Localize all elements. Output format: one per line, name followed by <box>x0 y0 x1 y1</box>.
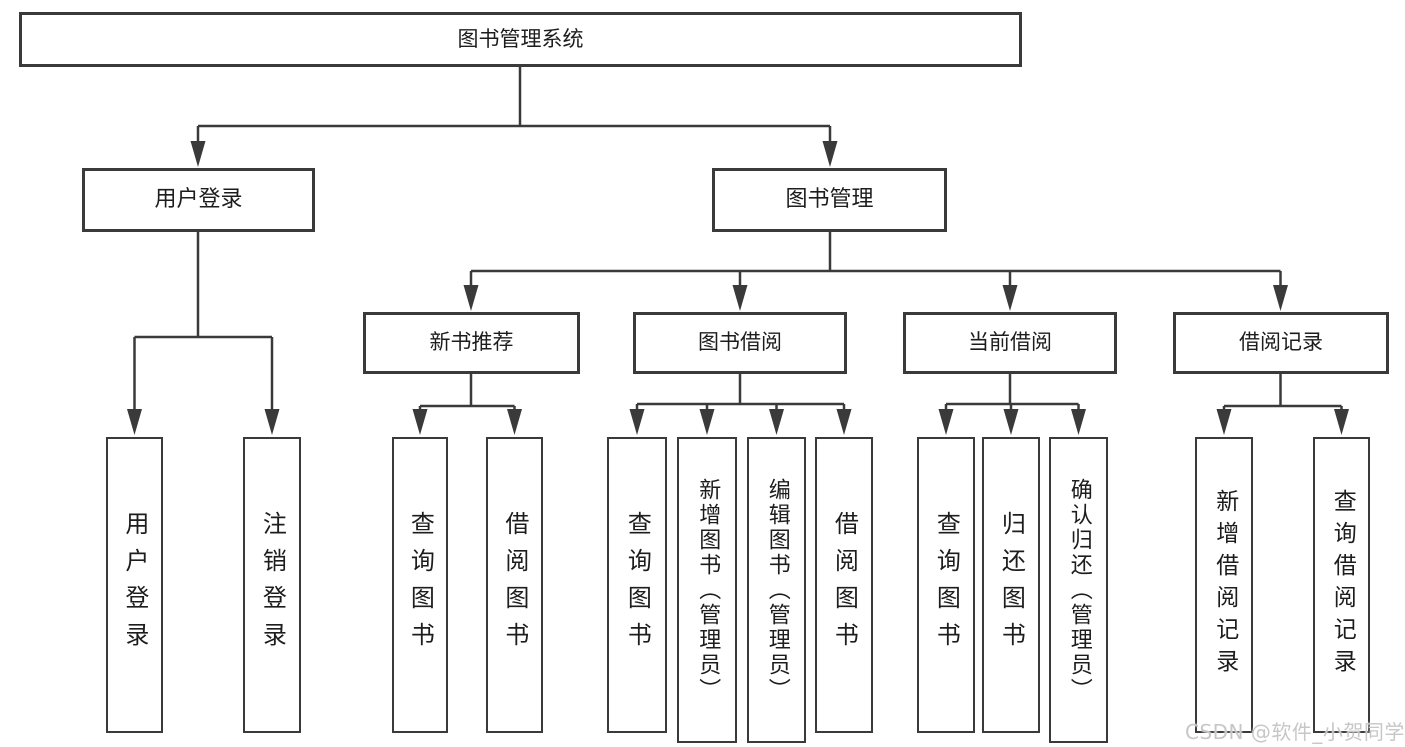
leaf-borrow-book-1: 借阅图书 <box>486 437 543 733</box>
node-new-book-recommend: 新书推荐 <box>363 312 580 374</box>
node-borrowing-records: 借阅记录 <box>1173 312 1389 374</box>
leaf-label: 归还图书 <box>997 511 1026 659</box>
leaf-logout: 注销登录 <box>243 437 301 733</box>
node-user-login: 用户登录 <box>82 168 315 232</box>
leaf-confirm-return-admin: 确认归还（管理员） <box>1049 437 1108 743</box>
arrowhead-icons <box>127 141 1349 435</box>
leaf-add-book-admin: 新增图书（管理员） <box>677 437 737 743</box>
node-library-system: 图书管理系统 <box>19 12 1022 67</box>
node-book-management: 图书管理 <box>712 168 947 232</box>
leaf-label: 确认归还（管理员） <box>1066 477 1092 703</box>
leaf-label: 用户登录 <box>120 511 149 659</box>
leaf-borrow-book-2: 借阅图书 <box>815 437 873 733</box>
leaf-label: 查询借阅记录 <box>1329 489 1356 681</box>
node-book-borrowing: 图书借阅 <box>633 312 847 374</box>
leaf-return-book: 归还图书 <box>982 437 1040 733</box>
leaf-query-book-1: 查询图书 <box>392 437 448 733</box>
leaf-label: 新增借阅记录 <box>1211 489 1238 681</box>
leaf-add-borrow-record: 新增借阅记录 <box>1195 437 1253 733</box>
leaf-label: 注销登录 <box>258 511 287 659</box>
leaf-label: 借阅图书 <box>500 511 529 659</box>
leaf-label: 新增图书（管理员） <box>695 477 721 703</box>
leaf-query-borrow-record: 查询借阅记录 <box>1313 437 1370 733</box>
leaf-query-book-3: 查询图书 <box>917 437 975 733</box>
leaf-label: 查询图书 <box>406 511 435 659</box>
leaf-label: 借阅图书 <box>830 511 859 659</box>
leaf-query-book-2: 查询图书 <box>607 437 667 733</box>
csdn-watermark: CSDN @软件_小贺同学 <box>1185 720 1405 744</box>
leaf-user-login: 用户登录 <box>106 437 163 733</box>
leaf-label: 编辑图书（管理员） <box>764 477 790 703</box>
leaf-label: 查询图书 <box>623 511 652 659</box>
leaf-edit-book-admin: 编辑图书（管理员） <box>747 437 806 743</box>
node-current-borrowing: 当前借阅 <box>903 312 1117 374</box>
leaf-label: 查询图书 <box>932 511 961 659</box>
